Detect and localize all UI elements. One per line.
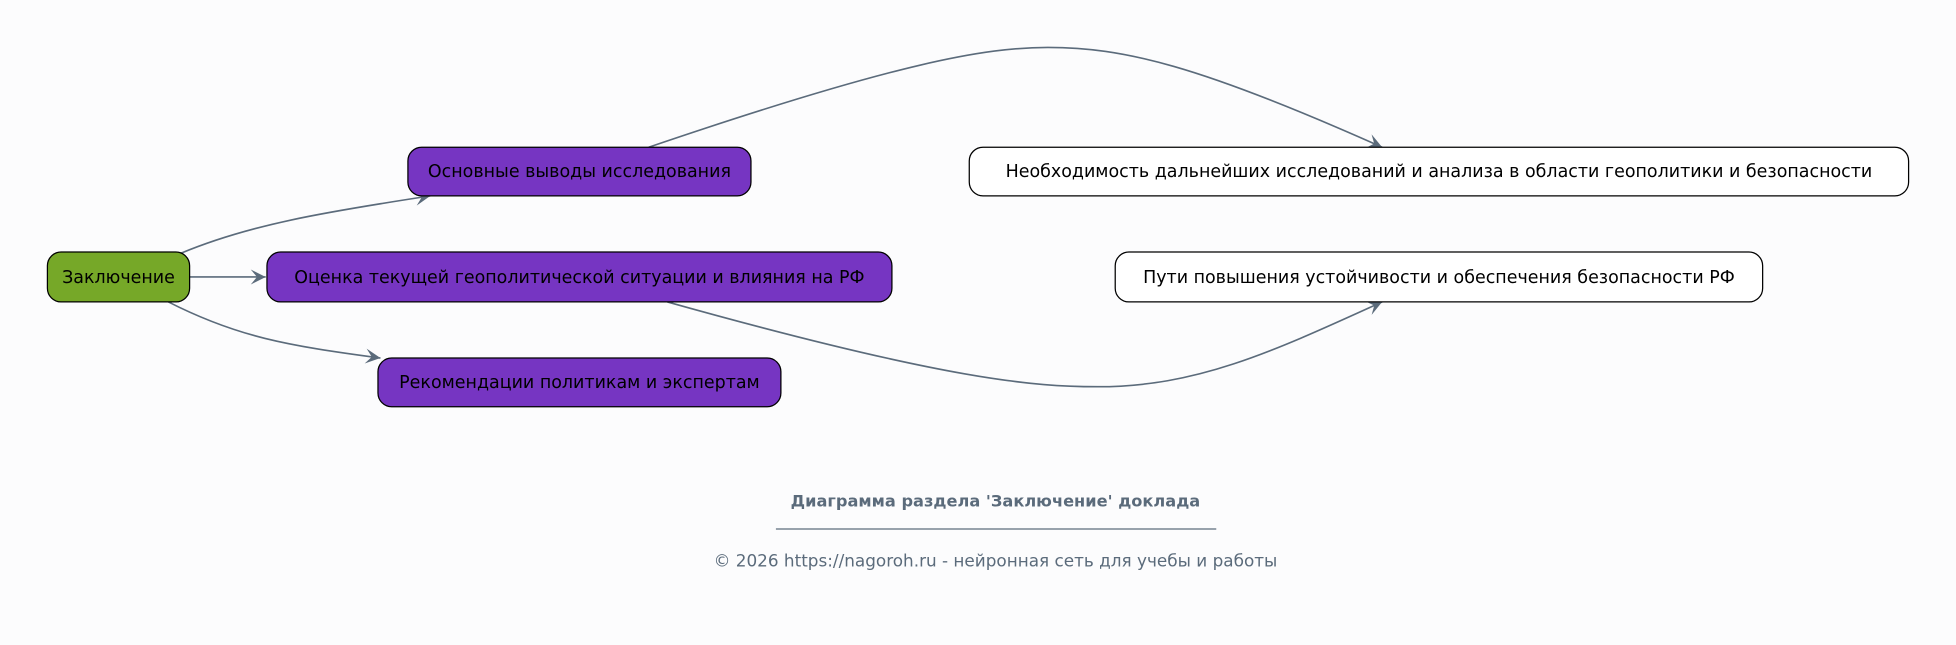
diagram-title: Диаграмма раздела 'Заключение' доклада <box>791 491 1201 510</box>
node-resilience-box <box>1114 251 1764 303</box>
node-root-box <box>46 251 191 303</box>
edge-root-to-findings <box>180 190 431 255</box>
node-root-label: Заключение <box>62 268 175 288</box>
node-findings-box <box>407 146 752 197</box>
node-recommendations[interactable]: Рекомендации политикам и экспертам <box>377 357 782 408</box>
edge-root-to-recommendations <box>168 301 381 364</box>
node-assessment[interactable]: Оценка текущей геополитической ситуации … <box>266 251 893 303</box>
node-recommendations-label: Рекомендации политикам и экспертам <box>399 373 760 393</box>
footer-copyright: © 2026 https://nagoroh.ru - нейронная се… <box>714 550 1278 570</box>
node-further-research-label: Необходимость дальнейших исследований и … <box>1006 162 1873 182</box>
node-root[interactable]: Заключение <box>46 251 191 303</box>
node-findings[interactable]: Основные выводы исследования <box>407 146 752 197</box>
node-further-research[interactable]: Необходимость дальнейших исследований и … <box>968 146 1910 197</box>
edge-assessment-to-resilience <box>667 301 1383 388</box>
node-findings-label: Основные выводы исследования <box>428 162 731 182</box>
edge-findings-to-research <box>648 46 1383 149</box>
node-recommendations-box <box>377 357 782 408</box>
node-resilience-label: Пути повышения устойчивости и обеспечени… <box>1143 268 1735 288</box>
node-assessment-label: Оценка текущей геополитической ситуации … <box>294 268 864 288</box>
node-resilience[interactable]: Пути повышения устойчивости и обеспечени… <box>1114 251 1764 303</box>
node-further-research-box <box>968 146 1910 197</box>
node-assessment-box <box>266 251 893 303</box>
